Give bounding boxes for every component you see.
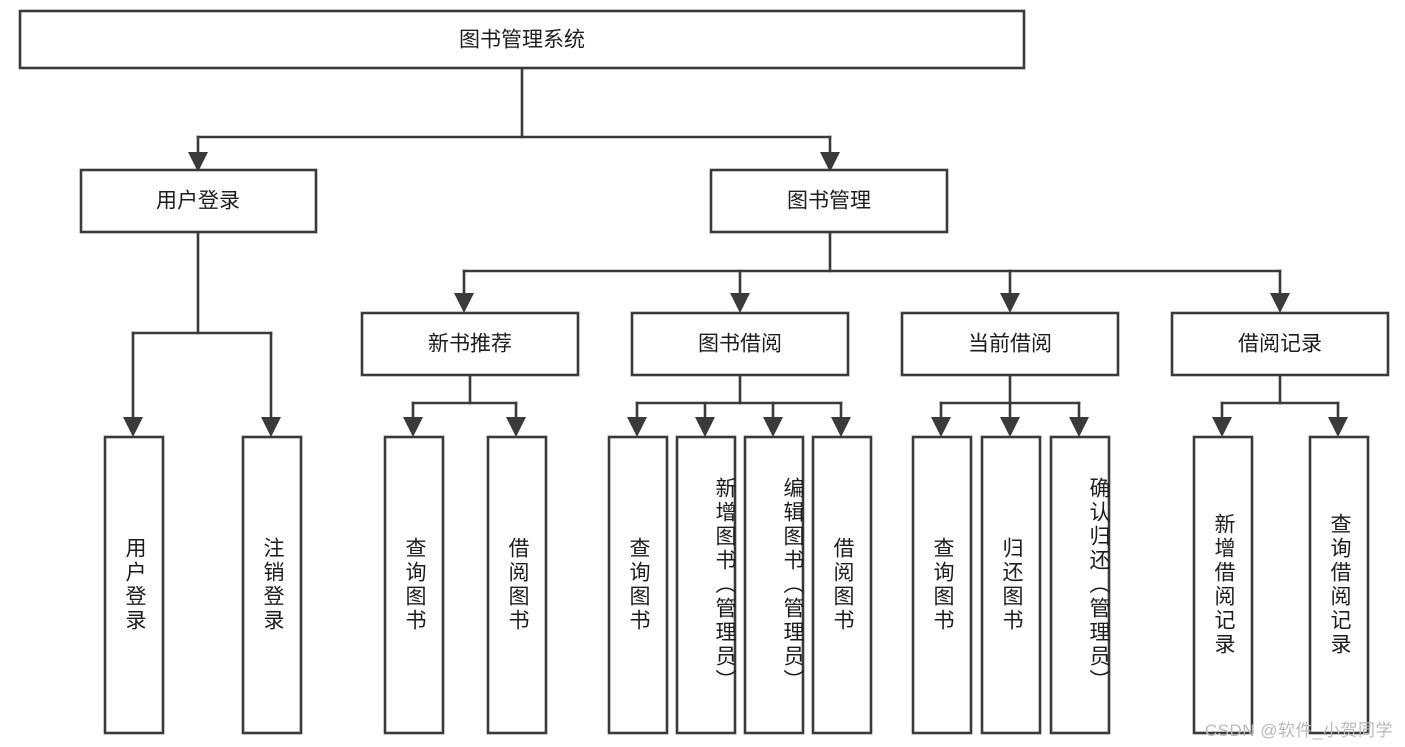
node-new-book-recommend[interactable]: 新书推荐 xyxy=(360,311,580,377)
node-root-label: 图书管理系统 xyxy=(459,29,585,52)
arrowhead-leaf-query-record xyxy=(1328,417,1348,437)
node-new-book-recommend-label: 新书推荐 xyxy=(428,333,512,356)
csdn-watermark: CSDN @软件_小贺同学 xyxy=(1204,721,1393,740)
node-current-borrow-label: 当前借阅 xyxy=(968,333,1052,356)
arrowhead-leaf-query-book-rec xyxy=(403,417,423,437)
node-book-borrow-label: 图书借阅 xyxy=(698,333,782,356)
node-book-borrow[interactable]: 图书借阅 xyxy=(630,311,850,377)
arrowhead-current-borrow xyxy=(1000,293,1020,313)
arrowhead-user-login xyxy=(188,152,208,172)
arrowhead-leaf-return-book xyxy=(1000,417,1020,437)
node-leaf-add-record-box[interactable] xyxy=(1192,435,1254,735)
connector-group xyxy=(123,66,1348,437)
node-leaf-query-book-borrow-box[interactable] xyxy=(607,435,669,735)
node-leaf-user-login-box[interactable] xyxy=(103,435,165,735)
node-leaf-return-book-box[interactable] xyxy=(980,435,1042,735)
arrowhead-leaf-query-book-borrow xyxy=(627,417,647,437)
node-leaf-query-book-rec-box[interactable] xyxy=(383,435,445,735)
node-book-manage-box[interactable] xyxy=(709,168,949,234)
arrowhead-leaf-logout xyxy=(261,417,281,437)
arrowhead-leaf-query-book-cur xyxy=(931,417,951,437)
arrowhead-new-book-recommend xyxy=(454,293,474,313)
node-leaf-query-record-box[interactable] xyxy=(1308,435,1370,735)
node-root-box[interactable] xyxy=(18,9,1026,70)
arrowhead-leaf-edit-book xyxy=(763,417,783,437)
node-new-book-recommend-box[interactable] xyxy=(360,311,580,377)
node-leaf-borrow-book-box[interactable] xyxy=(811,435,873,735)
arrowhead-leaf-borrow-book xyxy=(831,417,851,437)
node-borrow-record-box[interactable] xyxy=(1170,311,1390,377)
node-leaf-add-book-box[interactable] xyxy=(675,435,737,735)
node-leaf-borrow-book-rec-box[interactable] xyxy=(486,435,548,735)
arrowhead-leaf-borrow-book-rec xyxy=(506,417,526,437)
node-root[interactable]: 图书管理系统 xyxy=(18,9,1026,70)
node-borrow-record[interactable]: 借阅记录 xyxy=(1170,311,1390,377)
node-leaf-query-book-cur-box[interactable] xyxy=(911,435,973,735)
node-book-borrow-box[interactable] xyxy=(630,311,850,377)
node-book-manage[interactable]: 图书管理 xyxy=(709,168,949,234)
node-current-borrow-box[interactable] xyxy=(900,311,1120,377)
arrowhead-borrow-record xyxy=(1270,293,1290,313)
arrowhead-leaf-confirm-return xyxy=(1069,417,1089,437)
node-leaf-edit-book-box[interactable] xyxy=(743,435,805,735)
node-current-borrow[interactable]: 当前借阅 xyxy=(900,311,1120,377)
leaf-box-group xyxy=(103,435,1370,735)
node-leaf-confirm-return-box[interactable] xyxy=(1049,435,1111,735)
arrowhead-book-manage xyxy=(820,152,840,172)
arrowhead-leaf-user-login xyxy=(123,417,143,437)
node-user-login-label: 用户登录 xyxy=(156,190,240,213)
node-user-login[interactable]: 用户登录 xyxy=(79,168,318,234)
arrowhead-leaf-add-book xyxy=(695,417,715,437)
node-user-login-box[interactable] xyxy=(79,168,318,234)
arrowhead-book-borrow xyxy=(730,293,750,313)
node-leaf-logout-box[interactable] xyxy=(241,435,303,735)
node-borrow-record-label: 借阅记录 xyxy=(1238,333,1322,356)
node-book-manage-label: 图书管理 xyxy=(787,190,871,213)
arrowhead-leaf-add-record xyxy=(1212,417,1232,437)
